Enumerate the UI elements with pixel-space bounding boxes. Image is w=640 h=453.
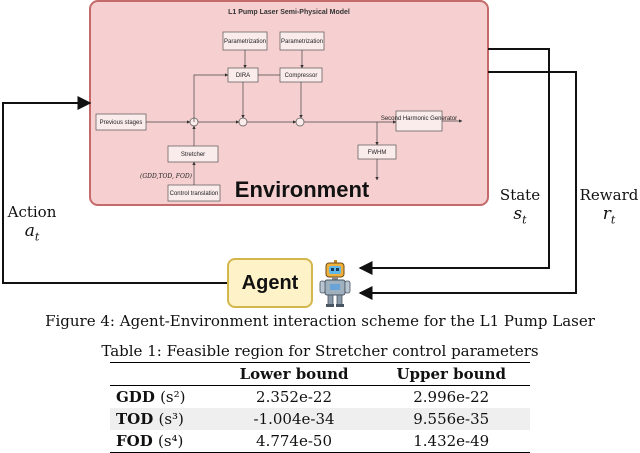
- dispersion-params-label: (GDD,TOD, FOD): [140, 173, 193, 180]
- state-arrow: [358, 48, 550, 275]
- reward-label: Reward: [579, 186, 639, 204]
- outer-loop-arrows: [2, 48, 577, 300]
- bounds-table: Lower bound Upper bound GDD (s²) 2.352e-…: [110, 362, 530, 453]
- environment-label: Environment: [234, 177, 370, 202]
- shg-label: Second Harmonic Generator: [381, 116, 457, 122]
- internal-labels: Parametrization Parametrization DIRA Com…: [100, 39, 458, 197]
- dira-label: DIRA: [236, 73, 250, 79]
- model-title: L1 Pump Laser Semi-Physical Model: [228, 9, 350, 16]
- robot-icon: [318, 259, 352, 309]
- table-row-head: GDD (s²): [116, 388, 186, 406]
- stretcher-label: Stretcher: [181, 152, 205, 158]
- state-label: State: [499, 186, 541, 204]
- table-cell: 2.352e-22: [256, 388, 333, 406]
- agent-label: Agent: [241, 271, 299, 294]
- action-arrow: [2, 96, 227, 284]
- table-header-row: Lower bound Upper bound: [110, 362, 530, 386]
- parametrization-label-2: Parametrization: [281, 39, 323, 45]
- table-row-head: FOD (s⁴): [116, 432, 184, 450]
- table-row: TOD (s³) -1.004e-34 9.556e-35: [110, 408, 530, 430]
- compressor-label: Compressor: [285, 73, 318, 79]
- table-header-cell: Upper bound: [396, 365, 506, 383]
- previous-stages-label: Previous stages: [100, 120, 143, 126]
- parametrization-label-1: Parametrization: [224, 39, 266, 45]
- table-cell: 4.774e-50: [256, 432, 333, 450]
- internal-wiring: [146, 50, 463, 185]
- reward-symbol: rt: [602, 204, 616, 227]
- interaction-diagram: L1 Pump Laser Semi-Physical Model Parame…: [2, 0, 577, 309]
- reward-arrow: [358, 71, 577, 300]
- agent-box: Agent: [227, 258, 313, 308]
- table-row-head: TOD (s³): [116, 410, 184, 428]
- table-row: GDD (s²) 2.352e-22 2.996e-22: [110, 386, 530, 409]
- action-label: Action: [7, 203, 57, 221]
- table-row: FOD (s⁴) 4.774e-50 1.432e-49: [110, 430, 530, 453]
- table-header-cell: [110, 363, 216, 386]
- state-symbol: st: [513, 204, 527, 227]
- table-cell: 1.432e-49: [413, 432, 490, 450]
- reward-annotation: Reward rt: [578, 186, 640, 230]
- table-cell: 9.556e-35: [413, 410, 490, 428]
- fwhm-label: FWHM: [368, 150, 387, 156]
- table-caption: Table 1: Feasible region for Stretcher c…: [101, 342, 539, 360]
- table-cell: 2.996e-22: [413, 388, 490, 406]
- state-annotation: State st: [492, 186, 548, 230]
- table-cell: -1.004e-34: [253, 410, 335, 428]
- control-translation-label: Control translation: [170, 191, 219, 197]
- internal-blocks: [95, 31, 443, 202]
- action-annotation: Action at: [2, 203, 62, 247]
- figure-caption: Figure 4: Agent-Environment interaction …: [45, 312, 595, 330]
- table-header-cell: Lower bound: [239, 365, 349, 383]
- action-symbol: at: [24, 221, 40, 244]
